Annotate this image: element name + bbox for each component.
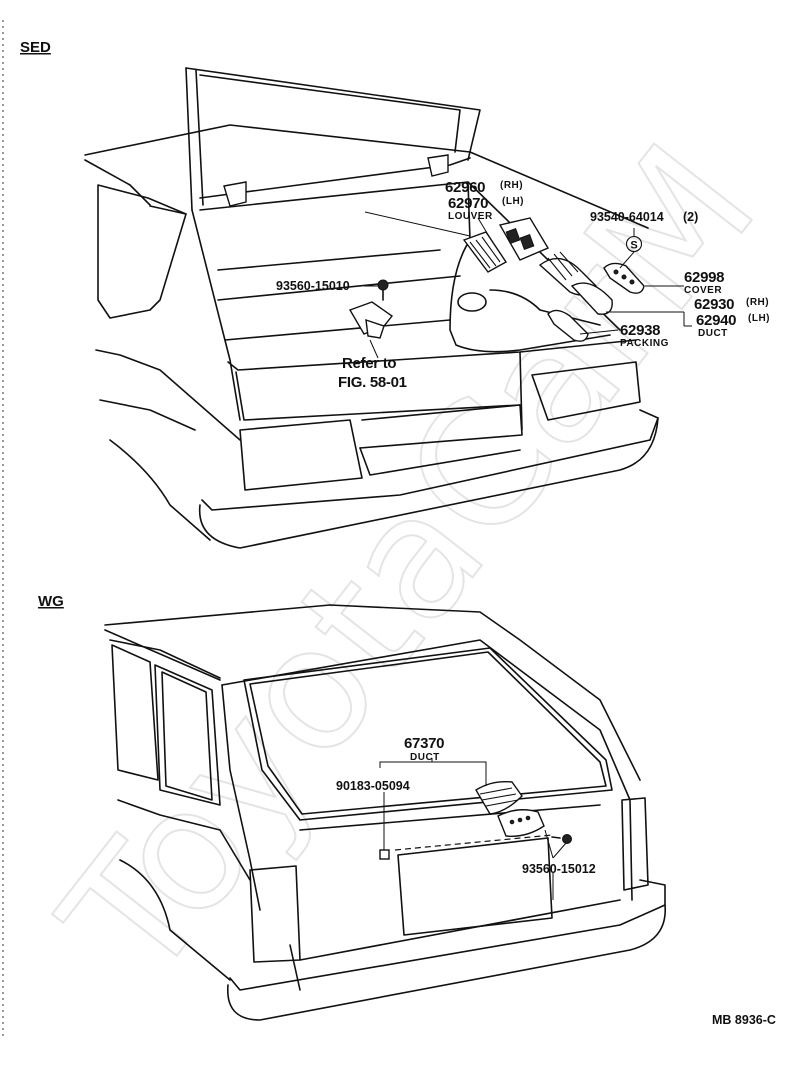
wg-clip-number: 90183-05094 xyxy=(336,779,410,793)
clip-symbol: S xyxy=(625,235,643,253)
louver-lh-side: (LH) xyxy=(502,196,524,207)
wg-clip-part xyxy=(379,849,390,860)
wg-screw-part xyxy=(551,834,572,844)
clip-symbol-letter: S xyxy=(630,240,637,252)
duct-lh-number: 62940 xyxy=(696,312,736,329)
sed-header: SED xyxy=(20,39,51,56)
wg-leader-lines xyxy=(379,758,567,900)
wg-screw-number: 93560-15012 xyxy=(522,862,596,876)
cover-number: 62998 xyxy=(684,269,724,286)
duct-lh-side: (LH) xyxy=(748,313,770,324)
screw-clip-number: 93540-64014 xyxy=(590,210,664,224)
louver-name: LOUVER xyxy=(448,211,493,222)
watermark-text: ToyotaCarM xyxy=(26,110,795,1016)
screw-clip-qty: (2) xyxy=(683,210,698,224)
louver-lh-number: 62970 xyxy=(448,195,488,212)
latch-part xyxy=(348,301,394,339)
louver-part xyxy=(462,231,508,273)
louver-rh-number: 62960 xyxy=(445,179,485,196)
wg-vehicle-drawing xyxy=(104,604,666,1021)
figure-code: MB 8936-C xyxy=(712,1013,776,1027)
refer-line-2: FIG. 58-01 xyxy=(338,374,407,391)
cover-name: COVER xyxy=(684,285,722,296)
wg-duct-number: 67370 xyxy=(404,735,444,752)
wg-header: WG xyxy=(38,593,64,610)
refer-line-1: Refer to xyxy=(342,355,396,372)
sed-screw-number: 93560-15010 xyxy=(276,279,350,293)
packing-number: 62938 xyxy=(620,322,660,339)
cover-part xyxy=(603,262,645,294)
screw-part xyxy=(377,279,389,301)
duct-rh-side: (RH) xyxy=(746,297,769,308)
sed-vehicle-drawing xyxy=(84,67,659,549)
louver-rh-side: (RH) xyxy=(500,180,523,191)
duct-name: DUCT xyxy=(698,328,728,339)
wg-duct-name: DUCT xyxy=(410,752,440,763)
packing-name: PACKING xyxy=(620,338,669,349)
duct-assembly-part xyxy=(498,217,613,342)
wg-duct-part xyxy=(475,780,545,837)
duct-rh-number: 62930 xyxy=(694,296,734,313)
sed-leader-lines xyxy=(364,211,692,359)
